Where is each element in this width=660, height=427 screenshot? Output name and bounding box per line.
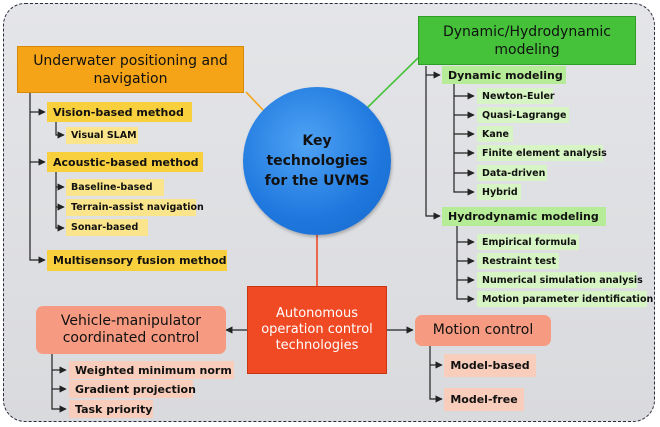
motion-item-label: Model-free xyxy=(450,393,518,406)
positioning-title-box: Underwater positioning and navigation xyxy=(17,46,244,93)
dynamic-item-box: Data-driven xyxy=(477,165,547,181)
motion-control-box: Motion control xyxy=(415,315,551,346)
hydro-modeling-label: Hydrodynamic modeling xyxy=(448,210,599,223)
hydro-item-box: Restraint test xyxy=(477,253,559,269)
modeling-title: Dynamic/Hydrodynamic modeling xyxy=(442,23,612,58)
coordinated-item-label: Task priority xyxy=(75,402,153,416)
hydro-item-label: Empirical formula xyxy=(482,236,577,248)
coordinated-control-label: Vehicle-manipulator coordinated control xyxy=(60,313,202,346)
hydro-item-box: Numerical simulation analysis xyxy=(477,272,643,288)
center-circle: Key technologies for the UVMS xyxy=(243,87,391,235)
dynamic-item-box: Finite element analysis xyxy=(477,145,607,161)
vision-method-box: Vision-based method xyxy=(47,102,192,122)
hydro-item-label: Restraint test xyxy=(482,255,557,267)
acoustic-item-box: Terrain-assist navigation xyxy=(66,199,204,216)
center-label: Key technologies for the UVMS xyxy=(264,133,370,189)
hydro-item-label: Numerical simulation analysis xyxy=(482,274,643,286)
vision-item-label: Visual SLAM xyxy=(71,130,137,141)
vision-method-label: Vision-based method xyxy=(53,105,184,119)
coordinated-item-label: Weighted minimum norm xyxy=(75,363,232,377)
coordinated-control-box: Vehicle-manipulator coordinated control xyxy=(36,306,226,354)
dynamic-item-box: Kane xyxy=(477,126,513,142)
vision-item-box: Visual SLAM xyxy=(66,127,138,144)
control-title-box: Autonomous operation control technologie… xyxy=(247,286,387,374)
control-title: Autonomous operation control technologie… xyxy=(261,306,373,353)
acoustic-item-label: Baseline-based xyxy=(71,182,153,193)
dynamic-item-label: Hybrid xyxy=(482,186,518,198)
dynamic-item-label: Finite element analysis xyxy=(482,147,607,159)
positioning-title: Underwater positioning and navigation xyxy=(33,52,228,87)
hydro-modeling-box: Hydrodynamic modeling xyxy=(442,207,606,226)
dynamic-item-box: Hybrid xyxy=(477,184,521,200)
hydro-item-label: Motion parameter identification xyxy=(482,293,654,305)
dynamic-item-label: Newton-Euler xyxy=(482,90,555,102)
motion-item-label: Model-based xyxy=(450,359,530,372)
coordinated-item-box: Weighted minimum norm xyxy=(69,361,234,379)
acoustic-method-box: Acoustic-based method xyxy=(47,152,203,172)
dynamic-item-label: Quasi-Lagrange xyxy=(482,109,567,121)
link-center-positioning xyxy=(245,91,266,113)
motion-control-label: Motion control xyxy=(432,322,534,338)
motion-item-box: Model-based xyxy=(444,354,536,377)
motion-item-box: Model-free xyxy=(444,388,524,411)
fusion-method-label: Multisensory fusion method xyxy=(53,254,227,267)
modeling-title-box: Dynamic/Hydrodynamic modeling xyxy=(418,16,636,65)
dynamic-modeling-box: Dynamic modeling xyxy=(442,66,566,84)
dynamic-item-label: Kane xyxy=(482,128,509,140)
dynamic-modeling-label: Dynamic modeling xyxy=(448,68,563,82)
coordinated-item-label: Gradient projection xyxy=(75,382,196,396)
acoustic-item-label: Sonar-based xyxy=(71,222,139,233)
acoustic-method-label: Acoustic-based method xyxy=(53,155,199,169)
coordinated-item-box: Task priority xyxy=(69,400,153,418)
acoustic-item-box: Sonar-based xyxy=(66,219,148,236)
coordinated-item-box: Gradient projection xyxy=(69,380,196,398)
link-center-modeling xyxy=(365,57,419,110)
acoustic-item-label: Terrain-assist navigation xyxy=(71,202,204,213)
hydro-item-box: Motion parameter identification xyxy=(477,291,653,307)
dynamic-item-label: Data-driven xyxy=(482,167,546,179)
acoustic-item-box: Baseline-based xyxy=(66,179,164,196)
fusion-method-box: Multisensory fusion method xyxy=(47,250,227,271)
dynamic-item-box: Quasi-Lagrange xyxy=(477,107,569,123)
hydro-item-box: Empirical formula xyxy=(477,234,579,250)
dynamic-item-box: Newton-Euler xyxy=(477,88,555,104)
